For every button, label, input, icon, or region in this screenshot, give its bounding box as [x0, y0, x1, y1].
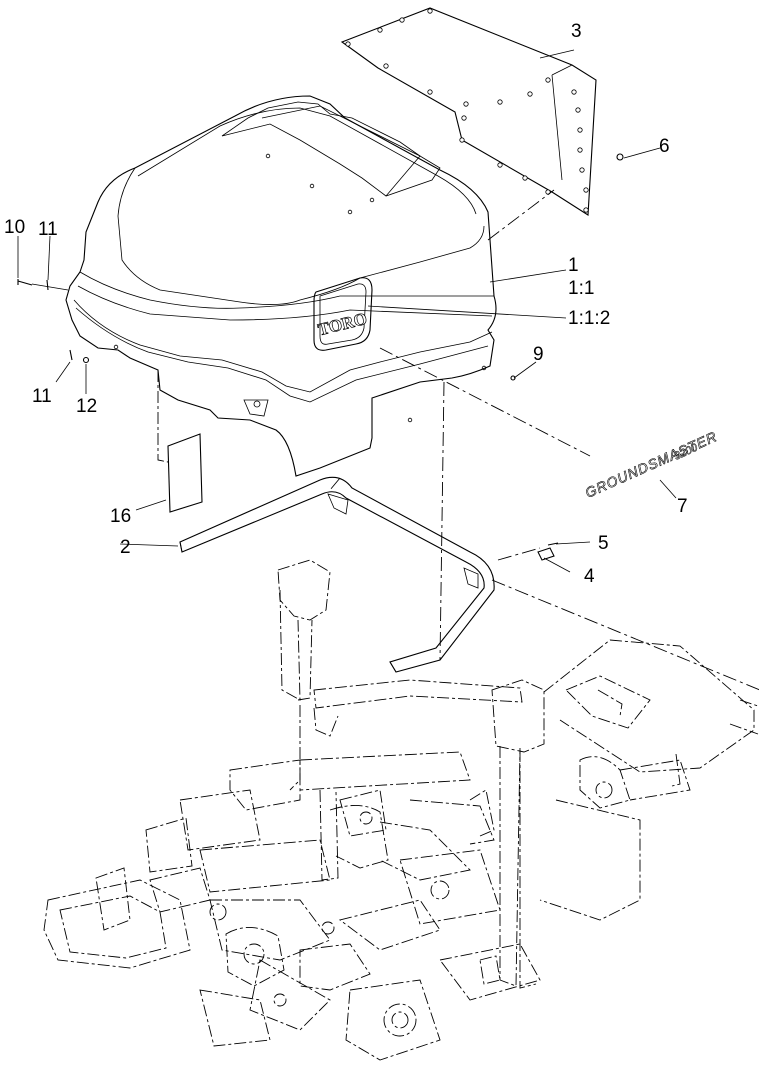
hood: TORO: [65, 95, 497, 477]
callout-12: 12: [76, 396, 97, 417]
callout-1: 1: [568, 255, 579, 276]
groundsmaster-decal: GROUNDSMASTER 3200: [582, 428, 720, 501]
callout-1-1: 1:1: [568, 278, 594, 299]
chassis-frame: [43, 559, 759, 1061]
decal-name: GROUNDSMASTER: [583, 428, 720, 501]
callout-5: 5: [598, 533, 609, 554]
rear-panel: [340, 7, 597, 216]
callout-3: 3: [571, 21, 582, 42]
callout-10: 10: [4, 217, 25, 238]
callout-6: 6: [659, 136, 670, 157]
hardware: [17, 153, 624, 561]
support-tube: [179, 476, 495, 673]
callout-11-bottom: 11: [32, 386, 52, 407]
callout-labels: 3 6 1 1:1 1:1:2 9 7 5 4 2 16 10 11 11 12: [4, 21, 688, 587]
callout-16: 16: [110, 506, 131, 527]
decal-16-part: [157, 370, 203, 513]
callout-9: 9: [533, 344, 544, 365]
explode-lines: [329, 189, 759, 691]
callout-1-1-2: 1:1:2: [568, 308, 610, 329]
callout-7: 7: [677, 496, 688, 517]
callout-11-top: 11: [38, 219, 58, 240]
leader-lines: [17, 49, 677, 573]
callout-4: 4: [584, 566, 595, 587]
callout-2: 2: [120, 537, 131, 558]
